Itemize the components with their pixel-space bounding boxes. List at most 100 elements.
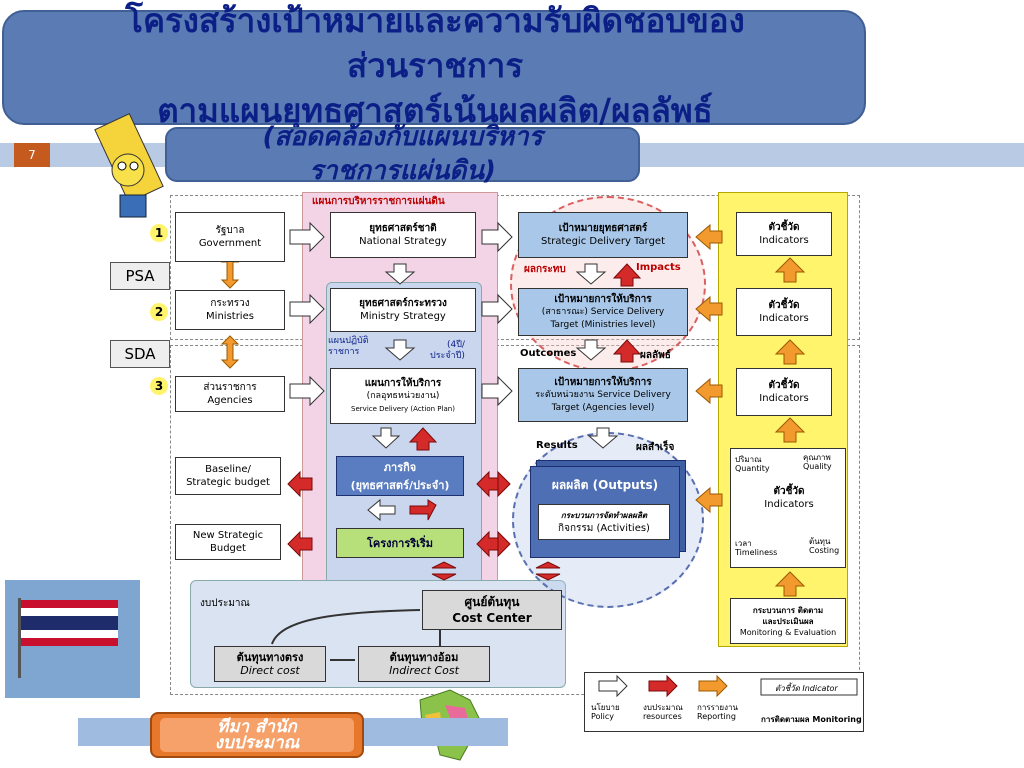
op-plan-period: (4ปี/ ประจำปี): [430, 340, 465, 362]
new-project-box: โครงการริเริ่ม: [336, 528, 464, 558]
monitoring-box: กระบวนการ ติดตาม และประเมินผล Monitoring…: [730, 598, 846, 644]
resource-arrow: [287, 470, 313, 498]
cost-th: ต้นทุน: [809, 537, 831, 546]
agencies-box: ส่วนราชการ Agencies: [175, 376, 285, 412]
level-number: 1: [150, 224, 168, 242]
legend-indicator: ตัวชี้วัด Indicator: [775, 684, 838, 693]
monitoring-en: Monitoring & Evaluation: [739, 627, 837, 637]
reporting-arrow: [695, 295, 723, 323]
level-group-lower: [170, 345, 860, 695]
legend: นโยบาย Policy งบประมาณ resources การรายง…: [584, 672, 864, 732]
pencil-mascot-icon: [94, 113, 164, 218]
reporting-arrow: [695, 377, 723, 405]
target-th: เป้าหมายการให้บริการ: [554, 376, 652, 388]
resource-arrow: [409, 499, 437, 521]
policy-arrow: [367, 498, 396, 522]
op-plan-label-line: แผนปฏิบัติ: [328, 336, 369, 346]
op-plan-period-line: ประจำปี): [430, 351, 465, 361]
resource-arrow: [476, 470, 499, 498]
legend-reporting-th: การรายงาน: [697, 703, 738, 712]
indicator-en: Indicators: [764, 499, 814, 510]
target-en: Target (Agencies level): [551, 402, 655, 413]
policy-arrow: [481, 375, 513, 407]
direct-th: ต้นทุนทางตรง: [236, 651, 304, 664]
legend-resources-th: งบประมาณ: [643, 703, 683, 712]
title-line-3: ตามแผนยุทธศาสตร์เน้นผลผลิต/ผลลัพธ์: [157, 91, 713, 130]
indicator-en: Indicators: [759, 235, 809, 246]
level-th: ส่วนราชการ: [203, 382, 257, 393]
policy-arrow: [289, 221, 325, 253]
legend-indicator-swatch: [760, 678, 858, 696]
policy-arrow: [384, 263, 416, 285]
quantity-label: ปริมาณ Quantity: [735, 455, 770, 473]
direct-cost-box: ต้นทุนทางตรง Direct cost: [214, 646, 326, 682]
reporting-arrow: [220, 335, 240, 369]
monitoring-th2: และประเมินผล: [762, 616, 814, 626]
strategic-target-box: เป้าหมายยุทธศาสตร์ Strategic Delivery Ta…: [518, 212, 688, 258]
cost-en: Costing: [809, 546, 840, 555]
mission-th: ภารกิจ: [383, 461, 417, 474]
time-th: เวลา: [735, 539, 752, 548]
strategy-th: แผนการให้บริการ: [364, 377, 442, 389]
new-budget-line: Budget: [210, 543, 246, 554]
legend-policy: นโยบาย Policy: [591, 703, 620, 721]
time-label: เวลา Timeliness: [735, 539, 777, 557]
indicator-th: ตัวชี้วัด: [768, 222, 800, 233]
activities-en: กิจกรรม (Activities): [558, 523, 650, 534]
op-plan-label-line: ราชการ: [328, 347, 360, 357]
indicator-center: ตัวชี้วัด Indicators: [731, 485, 847, 511]
legend-policy-en: Policy: [591, 712, 615, 721]
quality-label: คุณภาพ Quality: [803, 453, 832, 471]
reporting-arrow: [774, 257, 806, 283]
strategy-en: Ministry Strategy: [360, 311, 446, 322]
legend-reporting-en: Reporting: [697, 712, 736, 721]
national-strategy-box: ยุทธศาสตร์ชาติ National Strategy: [330, 212, 476, 258]
thai-flag-icon: [5, 580, 140, 698]
resource-arrow: [535, 561, 561, 581]
monitoring-th: กระบวนการ ติดตาม: [752, 605, 824, 615]
quantity-th: ปริมาณ: [735, 455, 762, 464]
policy-arrow: [289, 293, 325, 325]
mission-box: ภารกิจ (ยุทธศาสตร์/ประจำ): [336, 456, 464, 496]
reporting-arrow: [774, 417, 806, 443]
impacts-en-label: Impacts: [636, 262, 681, 273]
legend-resources: งบประมาณ resources: [643, 703, 683, 721]
level-number: 2: [150, 303, 168, 321]
service-plan-box: แผนการให้บริการ (กลอุทธหน่วยงาน) Service…: [330, 368, 476, 424]
reporting-arrow: [774, 571, 806, 597]
legend-policy-th: นโยบาย: [591, 703, 620, 712]
strategy-en: Service Delivery (Action Plan): [351, 404, 455, 413]
policy-arrow: [384, 339, 416, 361]
slide-title: โครงสร้างเป้าหมายและความรับผิดชอบของ ส่ว…: [10, 0, 860, 133]
legend-reporting: การรายงาน Reporting: [697, 703, 738, 721]
resource-arrow: [612, 263, 642, 287]
time-en: Timeliness: [735, 548, 778, 557]
budget-source-line: ทีมา สำนัก: [217, 717, 297, 737]
indirect-th: ต้นทุนทางอ้อม: [389, 651, 459, 664]
subtitle-line-2: ราชการแผ่นดิน): [309, 156, 496, 186]
indicator-en: Indicators: [759, 393, 809, 404]
level-th: รัฐบาล: [215, 225, 245, 236]
quality-en: Quality: [803, 462, 832, 471]
legend-monitoring: การติดตามผล Monitoring: [761, 715, 862, 724]
policy-arrow: [587, 427, 619, 449]
level-en: Government: [198, 238, 262, 249]
level-th: กระทรวง: [210, 298, 250, 309]
level-en: Agencies: [207, 395, 253, 406]
cost-label: ต้นทุน Costing: [809, 537, 839, 555]
reporting-arrow: [695, 486, 723, 514]
budget-source-label[interactable]: ทีมา สำนัก งบประมาณ: [160, 718, 354, 752]
baseline-line: Strategic budget: [186, 477, 270, 488]
title-line-2: ส่วนราชการ: [346, 46, 524, 85]
ministries-box: กระทรวง Ministries: [175, 290, 285, 330]
title-banner: [2, 10, 866, 125]
direct-cost-flow: [271, 609, 421, 645]
state-plan-header: แผนการบริหารราชการแผ่นดิน: [312, 196, 445, 207]
process-th: กระบวนการจัดทำผลผลิต: [560, 511, 648, 520]
target-th2: (สาธารณะ) Service Delivery: [541, 306, 665, 317]
baseline-box: Baseline/ Strategic budget: [175, 457, 281, 495]
budget-area-label: งบประมาณ: [200, 598, 250, 609]
budget-source-line: งบประมาณ: [214, 733, 300, 753]
target-th2: ระดับหน่วยงาน Service Delivery: [535, 389, 671, 400]
slide-number: 7: [14, 143, 50, 167]
